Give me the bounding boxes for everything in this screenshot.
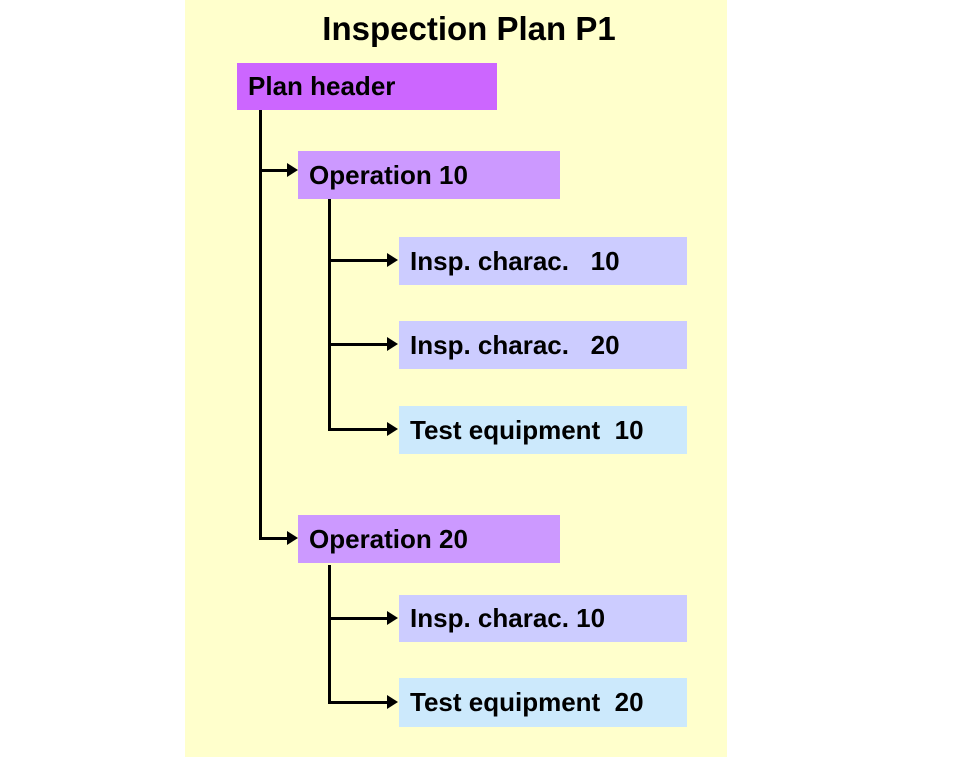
arrowhead-insp-charac-20-op10-icon: [387, 337, 398, 351]
arrowhead-operation-10-icon: [287, 163, 298, 177]
node-test-equipment-20: Test equipment 20: [399, 678, 687, 727]
connector-branch-test-equipment-10-line: [328, 428, 388, 431]
node-operation-10: Operation 10: [298, 151, 560, 199]
connector-branch-insp-charac-10-op20-line: [328, 617, 388, 620]
connector-root-trunk-line: [259, 110, 262, 540]
node-plan-header: Plan header: [237, 63, 497, 110]
connector-operation-10-trunk-line: [328, 199, 331, 431]
connector-branch-operation-10-line: [259, 169, 289, 172]
connector-branch-insp-charac-20-op10-line: [328, 343, 388, 346]
connector-operation-20-trunk-line: [328, 565, 331, 704]
node-insp-charac-20-op10: Insp. charac. 20: [399, 321, 687, 369]
node-insp-charac-10-op10: Insp. charac. 10: [399, 237, 687, 285]
node-insp-charac-10-op20: Insp. charac. 10: [399, 595, 687, 642]
arrowhead-test-equipment-20-icon: [387, 695, 398, 709]
arrowhead-test-equipment-10-icon: [387, 422, 398, 436]
connector-branch-test-equipment-20-line: [328, 701, 388, 704]
node-operation-20: Operation 20: [298, 515, 560, 563]
connector-branch-insp-charac-10-op10-line: [328, 259, 388, 262]
arrowhead-insp-charac-10-op10-icon: [387, 253, 398, 267]
node-test-equipment-10: Test equipment 10: [399, 406, 687, 454]
arrowhead-insp-charac-10-op20-icon: [387, 611, 398, 625]
arrowhead-operation-20-icon: [287, 531, 298, 545]
connector-branch-operation-20-line: [259, 537, 289, 540]
slide-panel: Inspection Plan P1 Plan header Operation…: [185, 0, 727, 757]
diagram-title: Inspection Plan P1: [322, 10, 616, 47]
